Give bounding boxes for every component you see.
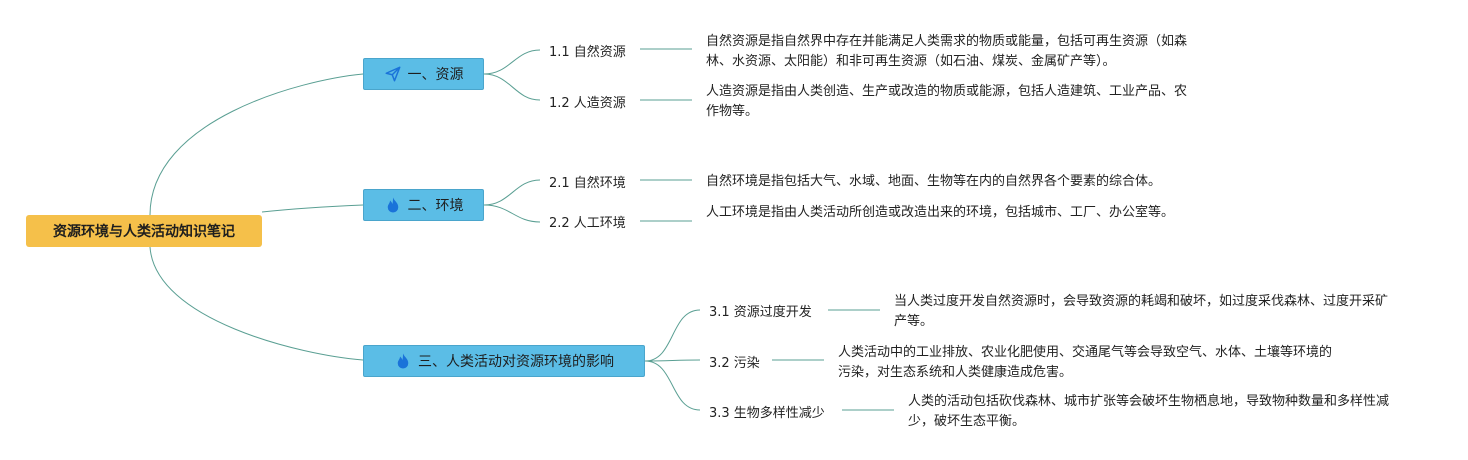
link-topic-3-sub-2 — [644, 359, 701, 362]
link-root-topic-1 — [149, 73, 364, 216]
desc-pollution: 人类活动中的工业排放、农业化肥使用、交通尾气等会导致空气、水体、土壤等环境的污染… — [838, 345, 1333, 380]
link-topic-3-sub-1 — [644, 309, 701, 362]
desc-artificial-environment: 人工环境是指由人类活动所创造或改造出来的环境，包括城市、工厂、办公室等。 — [706, 205, 1175, 220]
desc-overexploitation: 当人类过度开发自然资源时，会导致资源的耗竭和破坏，如过度采伐森林、过度开采矿产等… — [894, 294, 1389, 329]
topic-human-impact[interactable]: 三、人类活动对资源环境的影响 — [363, 345, 645, 377]
subtopic-overexploitation[interactable]: 3.1 资源过度开发 — [709, 305, 812, 320]
root-topic-label: 资源环境与人类活动知识笔记 — [53, 224, 235, 240]
topic-environment[interactable]: 二、环境 — [363, 189, 484, 221]
flame-icon — [394, 352, 412, 370]
link-topic-2-sub-1 — [483, 179, 541, 206]
topic-resources[interactable]: 一、资源 — [363, 58, 484, 90]
topic-label: 三、人类活动对资源环境的影响 — [418, 354, 614, 370]
link-topic-2-sub-2 — [483, 204, 541, 223]
subtopic-natural-resources[interactable]: 1.1 自然资源 — [549, 45, 626, 60]
desc-natural-resources: 自然资源是指自然界中存在并能满足人类需求的物质或能量，包括可再生资源（如森林、水… — [706, 34, 1188, 69]
link-topic-1-sub-1 — [483, 49, 541, 75]
topic-label: 二、环境 — [407, 198, 464, 214]
topic-label: 一、资源 — [407, 67, 464, 83]
desc-artificial-resources: 人造资源是指由人类创造、生产或改造的物质或能源，包括人造建筑、工业产品、农作物等… — [706, 84, 1188, 119]
link-root-topic-2 — [261, 204, 364, 213]
root-topic[interactable]: 资源环境与人类活动知识笔记 — [26, 215, 262, 247]
subtopic-pollution[interactable]: 3.2 污染 — [709, 356, 760, 371]
desc-natural-environment: 自然环境是指包括大气、水域、地面、生物等在内的自然界各个要素的综合体。 — [706, 174, 1162, 189]
subtopic-biodiversity-loss[interactable]: 3.3 生物多样性减少 — [709, 406, 825, 421]
subtopic-natural-environment[interactable]: 2.1 自然环境 — [549, 176, 626, 191]
desc-biodiversity-loss: 人类的活动包括砍伐森林、城市扩张等会破坏生物栖息地，导致物种数量和多样性减少，破… — [908, 394, 1390, 429]
paper-plane-icon — [384, 65, 402, 83]
link-topic-1-sub-2 — [483, 73, 541, 101]
link-topic-3-sub-3 — [644, 360, 701, 411]
subtopic-artificial-resources[interactable]: 1.2 人造资源 — [549, 96, 626, 111]
subtopic-artificial-environment[interactable]: 2.2 人工环境 — [549, 216, 626, 231]
link-root-topic-3 — [149, 246, 364, 361]
flame-icon — [384, 196, 402, 214]
